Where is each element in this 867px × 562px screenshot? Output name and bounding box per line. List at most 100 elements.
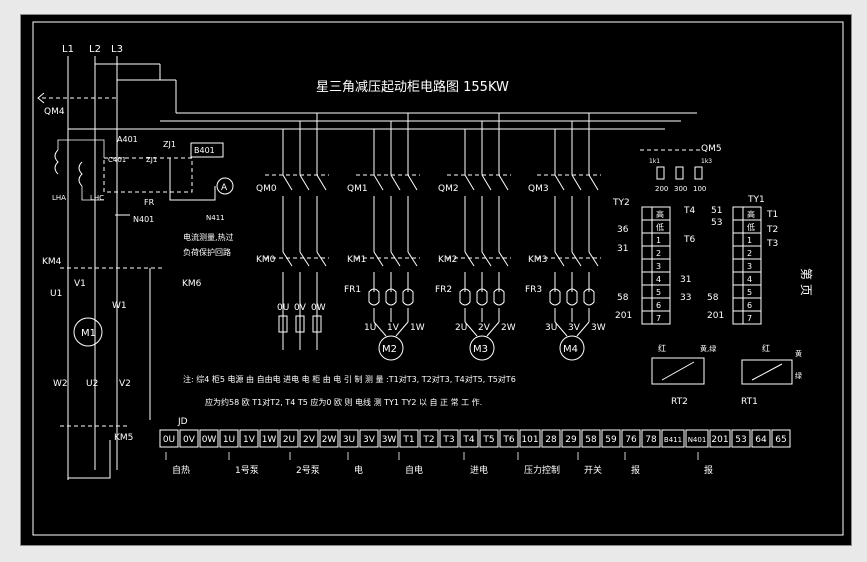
ty2-red-label: 红 bbox=[658, 343, 666, 353]
fuse-100-icon bbox=[694, 166, 703, 180]
branch-3-qm-contact-1 bbox=[571, 174, 582, 191]
terminal-label-78: 78 bbox=[645, 435, 657, 445]
branch-3-terminal-0: 3U bbox=[545, 323, 557, 333]
branch-1-fr-element-2-icon bbox=[402, 288, 414, 306]
ty2-left-201: 201 bbox=[615, 311, 632, 321]
terminal-label-28: 28 bbox=[545, 435, 557, 445]
branch-3-qm-contact-2 bbox=[588, 174, 599, 191]
terminal-cell bbox=[179, 429, 199, 448]
terminal-cell bbox=[299, 429, 319, 448]
branch-0-km-label: KM0 bbox=[256, 255, 276, 265]
note-line-1: 注: 综4 柜5 电源 由 自由电 进电 电 柜 由 电 引 制 测 量 :T1… bbox=[183, 374, 516, 384]
phase-l3-label: L3 bbox=[111, 44, 123, 55]
ty2-left-36: 36 bbox=[617, 225, 629, 235]
ty1-green-label: 绿 bbox=[795, 371, 802, 380]
b401-box bbox=[190, 142, 224, 158]
motor-m4-icon bbox=[559, 335, 585, 361]
u2-label: U2 bbox=[86, 379, 98, 389]
strip-caption-7: 开关 bbox=[584, 464, 602, 476]
branch-2-fr-element-2-icon bbox=[493, 288, 505, 306]
branch-3-fr-element-1-icon bbox=[566, 288, 578, 306]
ty2rows-num-cell-8 bbox=[651, 310, 671, 325]
km4-label: KM4 bbox=[42, 257, 62, 267]
ty2rows-row-label-0: 高 bbox=[656, 209, 664, 219]
ct-lead-c bbox=[81, 186, 104, 201]
branch-1-qm-label: QM1 bbox=[347, 184, 368, 194]
branch-1-fr-element-1-icon bbox=[385, 288, 397, 306]
branch-3-terminal-1: 3V bbox=[568, 323, 581, 333]
ty1-left-51: 51 bbox=[711, 206, 722, 216]
b401-label: B401 bbox=[194, 146, 215, 155]
fuse-300-icon bbox=[675, 166, 684, 180]
ty2rows-row-label-7: 6 bbox=[656, 301, 661, 310]
terminal-label-2V: 2V bbox=[303, 435, 316, 445]
terminal-cell bbox=[379, 429, 399, 448]
terminal-label-0W: 0W bbox=[202, 435, 217, 445]
terminal-label-T1: T1 bbox=[402, 435, 414, 445]
terminal-cell bbox=[359, 429, 379, 448]
ty2rows-pin-cell-4 bbox=[641, 258, 653, 273]
branch-3-fr-label: FR3 bbox=[525, 285, 542, 295]
branch-1-km-contact-2 bbox=[407, 251, 418, 267]
ty1-red-label: 红 bbox=[762, 343, 770, 353]
ty2rows-row-label-1: 低 bbox=[656, 222, 664, 232]
branch-2-terminal-1: 2V bbox=[478, 323, 491, 333]
branch-1-motor-lead-0 bbox=[373, 321, 387, 337]
motor-m3-label: M3 bbox=[473, 344, 488, 355]
terminal-cell bbox=[479, 429, 499, 448]
fuse-200-icon bbox=[656, 166, 665, 180]
u1-label: U1 bbox=[50, 289, 62, 299]
branch-2-qm-contact-1 bbox=[481, 174, 492, 191]
branch-1-km-contact-0 bbox=[373, 251, 384, 267]
metering-box bbox=[103, 157, 193, 193]
km5-star-bridge bbox=[67, 440, 111, 479]
jd-label: JD bbox=[177, 417, 188, 427]
terminal-label-53: 53 bbox=[735, 435, 746, 445]
terminal-label-T3: T3 bbox=[442, 435, 454, 445]
rt2-thermistor-icon bbox=[661, 361, 695, 381]
branch-1-km-label: KM1 bbox=[347, 255, 366, 265]
terminal-cell bbox=[339, 429, 359, 448]
ty1-yellow-label: 黄 bbox=[795, 349, 802, 358]
ammeter-lead bbox=[169, 158, 216, 201]
branch-1-qm-contact-0 bbox=[373, 174, 384, 191]
terminal-label-1W: 1W bbox=[262, 435, 277, 445]
terminal-label-2U: 2U bbox=[283, 435, 295, 445]
ty2-right-33: 33 bbox=[680, 293, 691, 303]
branch-0-terminal-0: 0U bbox=[277, 303, 289, 313]
ty1-left-201: 201 bbox=[707, 311, 724, 321]
phase-l1-label: L1 bbox=[62, 44, 74, 55]
branch-1-terminal-2: 1W bbox=[410, 323, 425, 333]
terminal-label-201: 201 bbox=[711, 435, 728, 445]
ty1-right-t2: T2 bbox=[766, 225, 778, 235]
v1-label: V1 bbox=[74, 279, 86, 289]
note-line-2: 应为约58 欧 T1对T2, T4 T5 应为0 欧 则 电线 测 TY1 TY… bbox=[205, 397, 482, 407]
branch-0-qm-contact-2 bbox=[316, 174, 327, 191]
branch-0-terminal-1: 0V bbox=[294, 303, 307, 313]
ty2-left-58: 58 bbox=[617, 293, 629, 303]
branch-1-fr-element-0-icon bbox=[368, 288, 380, 306]
ty1rows-pin-cell-5 bbox=[732, 271, 744, 286]
strip-caption-1: 1号泵 bbox=[235, 465, 259, 476]
terminal-cell bbox=[239, 429, 259, 448]
terminal-label-0V: 0V bbox=[183, 435, 196, 445]
terminal-cell bbox=[199, 429, 219, 448]
ammeter-label: A bbox=[221, 183, 228, 193]
branch-0-km-contact-1 bbox=[299, 251, 310, 267]
ty2-yg-label: 黄,绿 bbox=[700, 344, 716, 353]
terminal-label-101: 101 bbox=[521, 435, 538, 445]
strip-caption-5: 进电 bbox=[470, 464, 488, 476]
qm5-value-300: 300 bbox=[674, 185, 687, 193]
ty1rows-pin-cell-6 bbox=[732, 284, 744, 299]
motor-m2-label: M2 bbox=[382, 344, 397, 355]
ty1rows-num-cell-8 bbox=[742, 310, 762, 325]
ty1-left-53: 53 bbox=[711, 218, 722, 228]
terminal-cell bbox=[581, 429, 601, 448]
strip-caption-8: 报 bbox=[631, 464, 640, 476]
qm4-arrow-icon bbox=[37, 92, 45, 104]
n401-label: N401 bbox=[133, 215, 154, 224]
ty1rows-row-label-7: 6 bbox=[747, 301, 752, 310]
terminal-label-T4: T4 bbox=[462, 435, 474, 445]
ty2-right-t6: T6 bbox=[683, 235, 695, 245]
